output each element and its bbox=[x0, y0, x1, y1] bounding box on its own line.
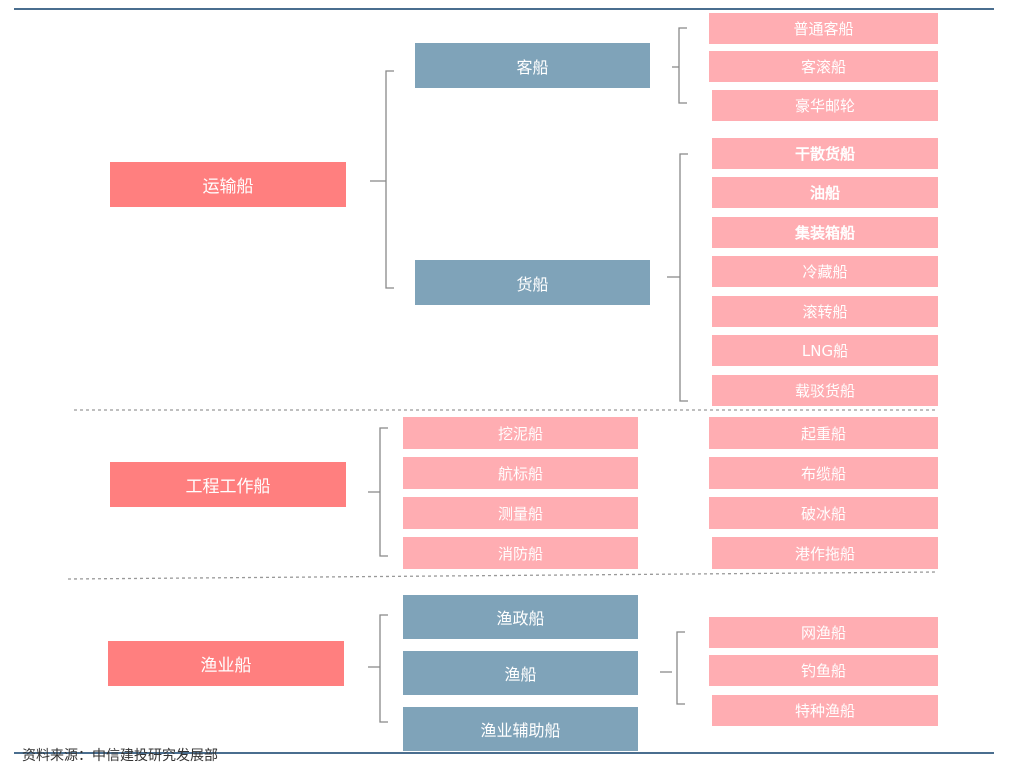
leaf-fishing-1: 网渔船 bbox=[709, 617, 938, 648]
leaf-eng-left-1: 挖泥船 bbox=[403, 417, 638, 449]
leaf-cargo-4: 冷藏船 bbox=[712, 256, 938, 287]
leaf-cargo-7: 载驳货船 bbox=[712, 375, 938, 406]
transport-bracket bbox=[370, 70, 394, 289]
fishery-bracket bbox=[368, 614, 388, 723]
bottom-rule bbox=[14, 752, 994, 754]
leaf-cargo-2: 油船 bbox=[712, 177, 938, 208]
node-passenger: 客船 bbox=[415, 43, 650, 88]
node-engineering: 工程工作船 bbox=[110, 462, 346, 507]
leaf-eng-right-4: 港作拖船 bbox=[712, 537, 938, 569]
leaf-fishing-3: 特种渔船 bbox=[712, 695, 938, 726]
leaf-eng-right-2: 布缆船 bbox=[709, 457, 938, 489]
leaf-fishing-2: 钓鱼船 bbox=[709, 655, 938, 686]
source-note: 资料来源：中信建投研究发展部 bbox=[22, 748, 218, 764]
leaf-cargo-6: LNG船 bbox=[712, 335, 938, 366]
leaf-cargo-1: 干散货船 bbox=[712, 138, 938, 169]
engineering-bracket bbox=[368, 427, 388, 557]
leaf-passenger-2: 客滚船 bbox=[709, 51, 938, 82]
node-fishery-aux: 渔业辅助船 bbox=[403, 707, 638, 751]
leaf-eng-right-1: 起重船 bbox=[709, 417, 938, 449]
node-transport: 运输船 bbox=[110, 162, 346, 207]
leaf-cargo-3: 集装箱船 bbox=[712, 217, 938, 248]
node-fishery: 渔业船 bbox=[108, 641, 344, 686]
leaf-eng-right-3: 破冰船 bbox=[709, 497, 938, 529]
leaf-eng-left-3: 测量船 bbox=[403, 497, 638, 529]
node-fishery-admin: 渔政船 bbox=[403, 595, 638, 639]
node-fishing-boat: 渔船 bbox=[403, 651, 638, 695]
passenger-bracket bbox=[672, 27, 687, 104]
leaf-passenger-3: 豪华邮轮 bbox=[712, 90, 938, 121]
leaf-eng-left-2: 航标船 bbox=[403, 457, 638, 489]
leaf-cargo-5: 滚转船 bbox=[712, 296, 938, 327]
divider-2 bbox=[67, 571, 939, 580]
top-rule bbox=[14, 8, 994, 10]
leaf-eng-left-4: 消防船 bbox=[403, 537, 638, 569]
leaf-passenger-1: 普通客船 bbox=[709, 13, 938, 44]
cargo-bracket bbox=[667, 153, 688, 402]
fishing-bracket bbox=[660, 631, 685, 705]
node-cargo: 货船 bbox=[415, 260, 650, 305]
